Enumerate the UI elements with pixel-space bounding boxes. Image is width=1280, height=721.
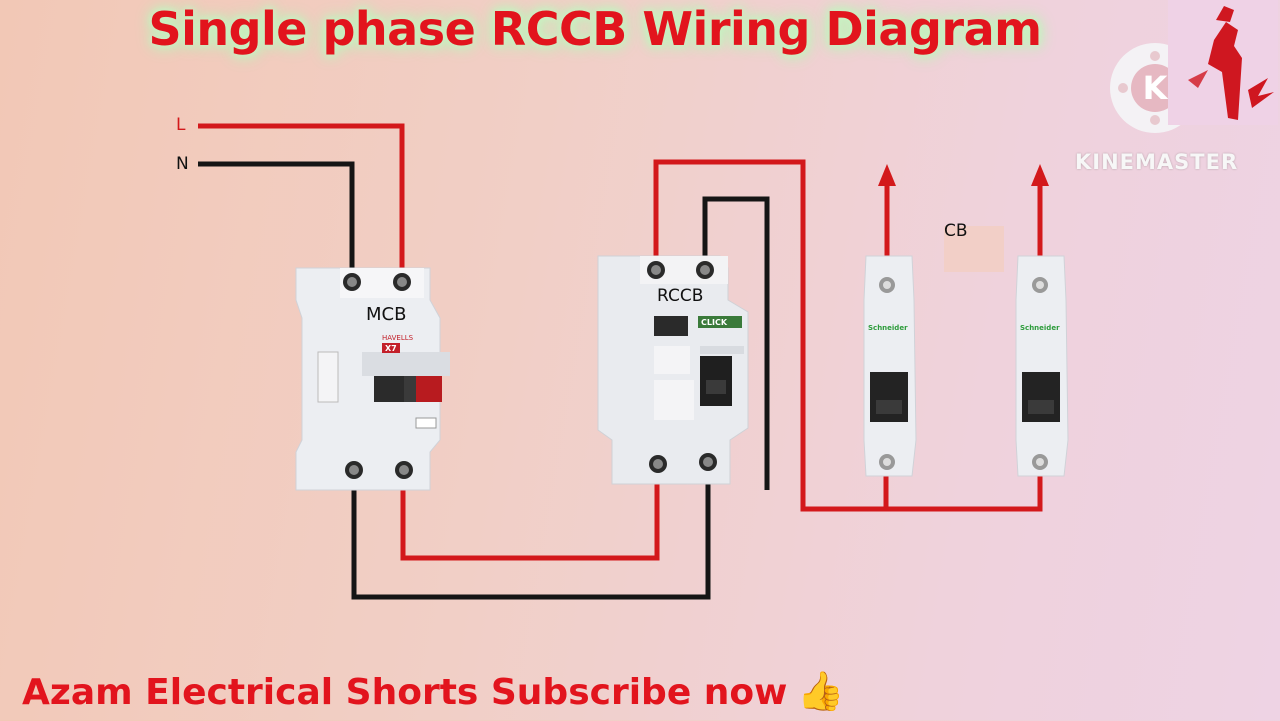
rccb-label: RCCB <box>657 286 704 306</box>
cb2-device: Schneider <box>1015 255 1069 477</box>
kinemaster-watermark: KINEMASTER <box>1075 150 1239 174</box>
cb-label-box <box>944 226 1004 272</box>
cb2-brand-text: Schneider <box>1020 324 1060 332</box>
live-input-wire <box>198 123 405 268</box>
fist-logo-icon <box>1168 0 1278 125</box>
cb1-brand-text: Schneider <box>868 324 908 332</box>
mcb-model-text: X7 <box>385 344 397 353</box>
logo-letter: K <box>1143 69 1169 107</box>
neutral-label: N <box>176 154 189 174</box>
line-label: L <box>176 115 186 135</box>
mcb-brand-text: HAVELLS <box>382 334 414 342</box>
cb2-output-arrow-icon <box>1031 164 1049 186</box>
neutral-rccb-out-wire <box>702 196 770 490</box>
neutral-input-wire <box>198 161 355 268</box>
cb-label: CB <box>944 221 968 241</box>
thumbs-up-icon: 👍 <box>797 669 845 713</box>
mcb-label: MCB <box>366 304 407 325</box>
rccb-brand-text: CLICK <box>701 318 728 327</box>
mcb-device: HAVELLS X7 <box>295 267 450 491</box>
subscribe-text: Azam Electrical Shorts Subscribe now <box>22 672 788 713</box>
neutral-mcb-to-rccb-wire <box>351 464 711 600</box>
diagram-title: Single phase RCCB Wiring Diagram <box>148 2 1042 56</box>
live-mcb-to-rccb-wire <box>400 464 660 561</box>
rccb-device: CLICK <box>597 255 749 485</box>
cb1-output-arrow-icon <box>878 164 896 186</box>
live-rccb-to-cb-wire <box>653 159 1043 512</box>
subscribe-banner: Azam Electrical Shorts Subscribe now👍 <box>22 663 845 721</box>
cb1-device: Schneider <box>863 255 917 477</box>
